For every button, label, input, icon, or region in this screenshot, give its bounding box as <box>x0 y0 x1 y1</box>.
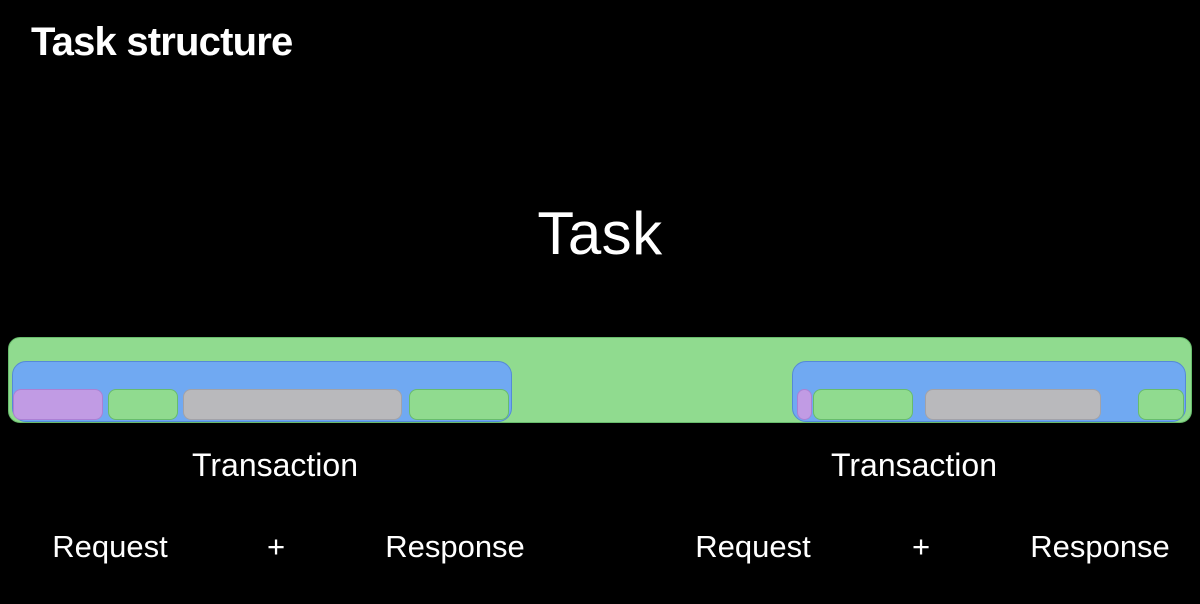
segment-purple <box>13 389 103 420</box>
segment-gray <box>925 389 1101 420</box>
request-label-left: Request <box>52 529 168 564</box>
segment-purple <box>797 389 812 420</box>
segment-green <box>108 389 178 420</box>
plus-sign-right: + <box>911 529 931 564</box>
response-label-left: Response <box>385 529 525 564</box>
request-label-right: Request <box>695 529 811 564</box>
page-title: Task structure <box>31 20 293 64</box>
task-label: Task <box>537 200 663 267</box>
transaction-label-left: Transaction <box>192 447 358 483</box>
segment-green <box>1138 389 1184 420</box>
segment-green <box>813 389 913 420</box>
plus-sign-left: + <box>266 529 286 564</box>
transaction-label-right: Transaction <box>831 447 997 483</box>
segment-green <box>409 389 509 420</box>
response-label-right: Response <box>1030 529 1170 564</box>
segment-gray <box>183 389 402 420</box>
